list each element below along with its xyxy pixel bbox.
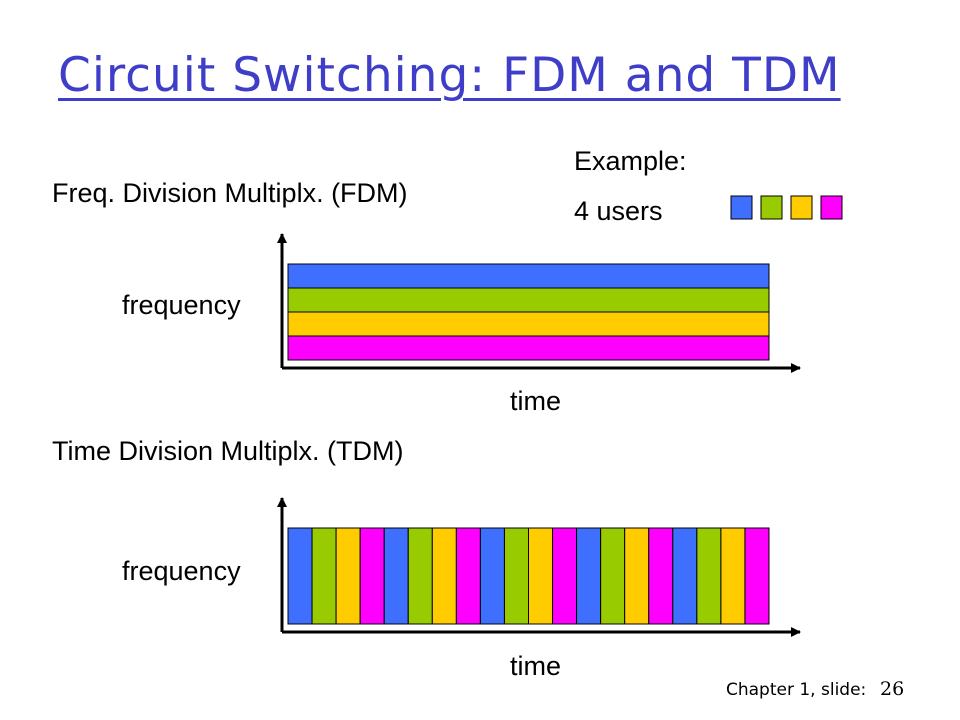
tdm-y-axis-label: frequency: [122, 556, 241, 586]
tdm-slot-user-1: [383, 527, 409, 625]
legend-user-3-swatch: [790, 195, 813, 220]
fdm-band-user-1: [287, 263, 770, 289]
example-users-label: 4 users: [574, 196, 663, 226]
fdm-band-user-4: [287, 335, 770, 361]
tdm-slot-user-3: [431, 527, 457, 625]
legend-user-2-swatch: [760, 195, 783, 220]
tdm-slot-user-4: [359, 527, 385, 625]
legend-user-1-swatch: [730, 195, 753, 220]
tdm-slot-user-3: [528, 527, 554, 625]
tdm-slot-user-3: [335, 527, 361, 625]
tdm-slot-user-2: [600, 527, 626, 625]
tdm-slot-user-2: [407, 527, 433, 625]
fdm-y-axis-label: frequency: [122, 290, 241, 320]
slide-title: Circuit Switching: FDM and TDM: [58, 48, 841, 103]
footer-chapter-label: Chapter 1, slide:: [726, 680, 867, 700]
fdm-band-user-3: [287, 311, 770, 337]
tdm-slot-user-4: [648, 527, 674, 625]
fdm-heading: Freq. Division Multiplx. (FDM): [52, 178, 408, 208]
tdm-slot-user-1: [287, 527, 313, 625]
tdm-slot-user-3: [720, 527, 746, 625]
tdm-slot-user-1: [479, 527, 505, 625]
tdm-slot-user-4: [744, 527, 770, 625]
tdm-slot-user-3: [624, 527, 650, 625]
tdm-slot-user-1: [576, 527, 602, 625]
example-heading: Example:: [574, 146, 687, 176]
fdm-frequency-bands: [287, 263, 770, 361]
fdm-x-axis-label: time: [510, 386, 562, 416]
tdm-slot-user-2: [311, 527, 337, 625]
fdm-band-user-2: [287, 287, 770, 313]
tdm-slot-user-2: [696, 527, 722, 625]
tdm-slot-user-4: [455, 527, 481, 625]
tdm-slot-user-1: [672, 527, 698, 625]
slide-number: 26: [880, 678, 905, 700]
user-color-legend: [730, 195, 843, 220]
tdm-heading: Time Division Multiplx. (TDM): [52, 436, 404, 466]
tdm-slot-user-2: [503, 527, 530, 625]
tdm-time-slots: [287, 527, 770, 625]
tdm-x-axis-label: time: [510, 651, 562, 681]
legend-user-4-swatch: [820, 195, 843, 220]
tdm-slot-user-4: [552, 527, 578, 625]
